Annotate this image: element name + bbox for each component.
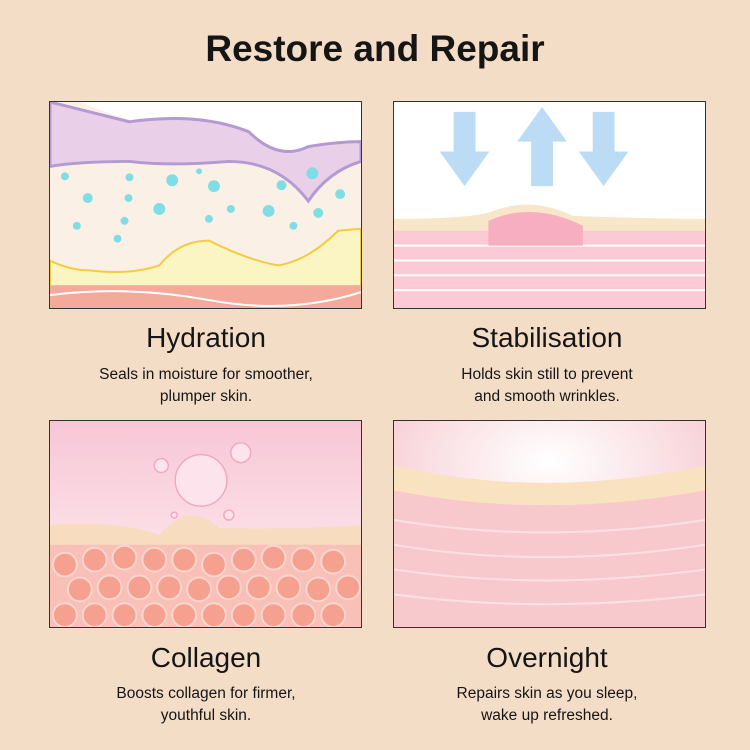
caption-line: wake up refreshed.: [481, 707, 613, 724]
feature-title-collagen: Collagen: [150, 642, 262, 673]
overnight-illustration: [393, 420, 706, 628]
caption-line: Holds skin still to prevent: [461, 366, 633, 383]
caption-line: and smooth wrinkles.: [474, 388, 620, 405]
feature-title-hydration: Hydration: [146, 322, 266, 353]
caption-line: youthful skin.: [160, 707, 252, 724]
caption-line: Boosts collagen for firmer,: [116, 685, 296, 702]
caption-line: plumper skin.: [159, 388, 253, 405]
feature-caption-hydration: Seals in moisture for smoother, plumper s…: [36, 364, 376, 408]
stabilisation-illustration: [393, 101, 706, 309]
page-title: Restore and Repair: [205, 28, 545, 69]
caption-line: Seals in moisture for smoother,: [99, 366, 313, 383]
hydration-illustration: [49, 101, 362, 309]
collagen-illustration: [49, 420, 362, 628]
feature-title-overnight: Overnight: [486, 642, 608, 673]
feature-caption-collagen: Boosts collagen for firmer, youthful skin…: [36, 683, 376, 727]
caption-line: Repairs skin as you sleep,: [456, 685, 638, 702]
feature-caption-stabilisation: Holds skin still to prevent and smooth wr…: [377, 364, 717, 408]
feature-title-stabilisation: Stabilisation: [471, 322, 623, 353]
feature-caption-overnight: Repairs skin as you sleep, wake up refres…: [377, 683, 717, 727]
